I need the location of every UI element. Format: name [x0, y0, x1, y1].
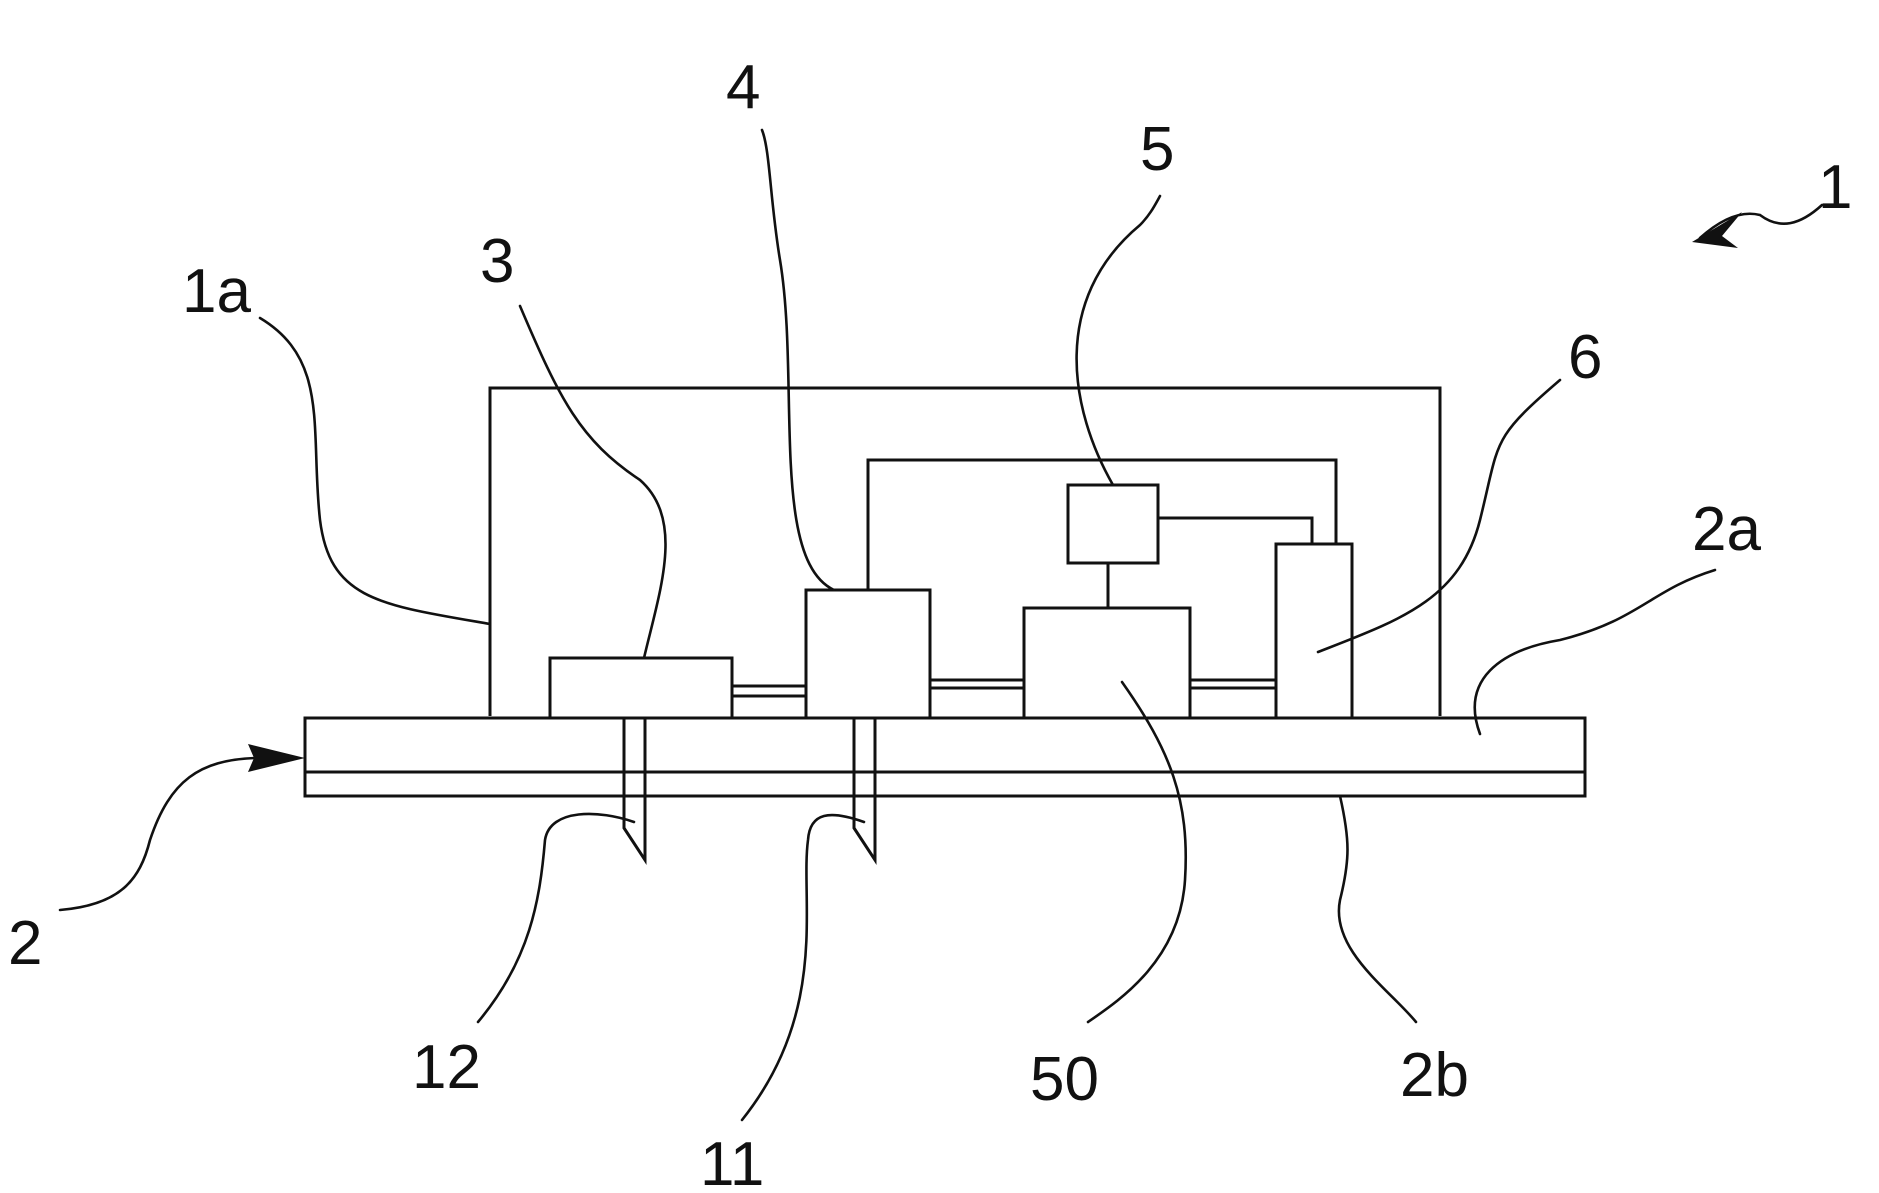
leader-12: [478, 814, 634, 1022]
component-50: [1024, 608, 1190, 718]
leader-2: [60, 758, 255, 910]
leader-4: [762, 130, 834, 590]
leader-1a: [260, 318, 490, 624]
label-50: 50: [1030, 1045, 1099, 1114]
label-6: 6: [1568, 323, 1602, 392]
leader-3: [520, 306, 666, 658]
component-5: [1068, 485, 1158, 563]
label-1: 1: [1818, 153, 1852, 222]
substrate-lower-layer: [305, 772, 1585, 796]
label-5: 5: [1140, 115, 1174, 184]
wire-5-to-6: [1158, 518, 1312, 544]
arrowhead-substrate: [248, 744, 305, 772]
trace-4-to-50: [930, 680, 1024, 688]
label-2: 2: [8, 909, 42, 978]
component-4: [806, 590, 930, 718]
label-2a: 2a: [1692, 495, 1761, 564]
label-4: 4: [726, 53, 760, 122]
trace-3-to-4: [732, 686, 806, 696]
component-3: [550, 658, 732, 718]
trace-50-to-6: [1190, 680, 1276, 688]
label-1a: 1a: [182, 257, 251, 326]
label-11: 11: [700, 1130, 764, 1193]
label-3: 3: [480, 227, 514, 296]
leader-2a: [1475, 570, 1715, 734]
label-12: 12: [412, 1033, 481, 1102]
substrate-upper-layer: [305, 718, 1585, 772]
leader-5: [1077, 196, 1160, 485]
arrowhead-device: [1692, 212, 1742, 248]
component-6: [1276, 544, 1352, 718]
leader-11: [742, 815, 864, 1120]
leader-2b: [1339, 796, 1416, 1022]
label-2b: 2b: [1400, 1041, 1469, 1110]
